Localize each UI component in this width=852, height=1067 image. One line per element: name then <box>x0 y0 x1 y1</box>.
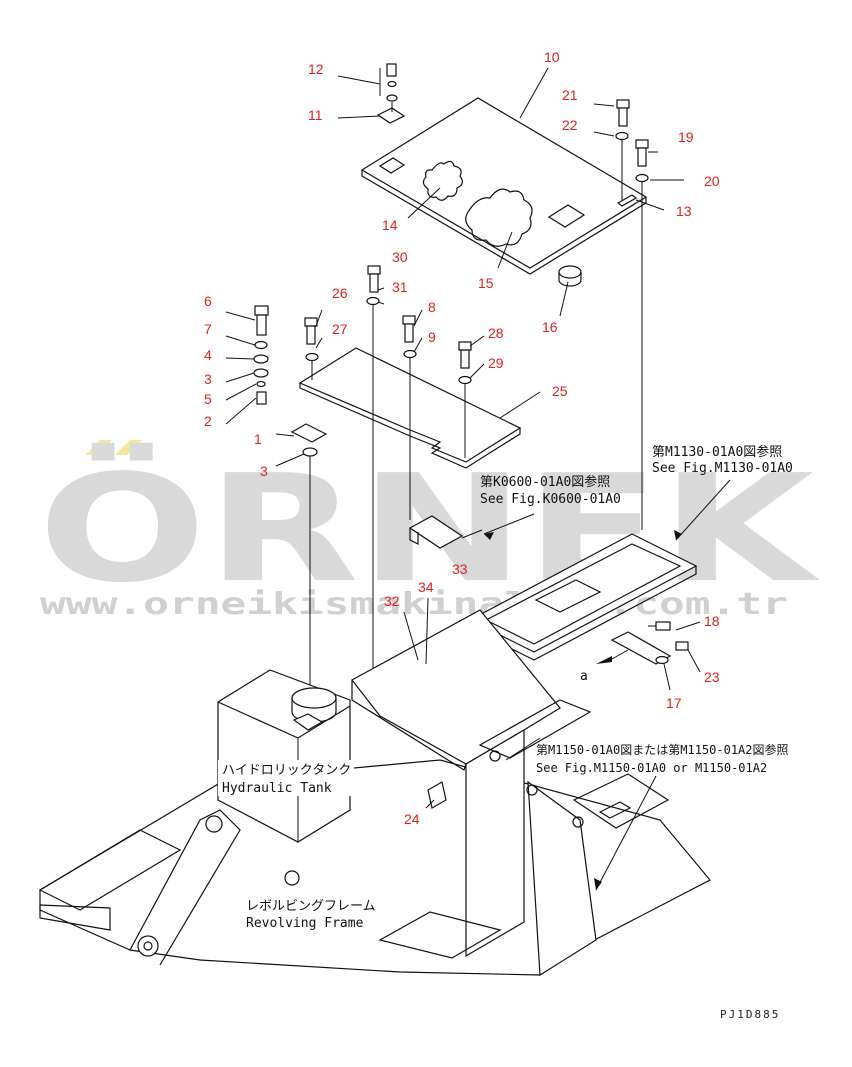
part-number: 33 <box>452 561 468 577</box>
part-number: 3 <box>204 371 212 387</box>
bolts-19-22 <box>615 99 649 530</box>
part-number: 24 <box>404 811 420 827</box>
part-number: 10 <box>544 49 560 65</box>
ref-m1150-en: See Fig.M1150-01A0 or M1150-01A2 <box>536 761 767 775</box>
top-cover-plate <box>360 97 648 287</box>
sound-pad-15 <box>465 188 533 247</box>
rubber-cushion-16 <box>558 265 582 279</box>
part-number: 15 <box>478 275 494 291</box>
part-number: 9 <box>428 329 436 345</box>
ref-m1130-jp: 第M1130-01A0図参照 <box>652 444 782 460</box>
revolving-frame-label-en: Revolving Frame <box>246 916 364 931</box>
watermark-accent <box>115 440 142 455</box>
part-number: 23 <box>704 669 720 685</box>
revolving-frame-label-jp: レボルビングフレーム <box>246 899 376 914</box>
part-number: 29 <box>488 355 504 371</box>
part-number: 30 <box>392 249 408 265</box>
part-number: 28 <box>488 325 504 341</box>
part-number: 11 <box>308 107 323 123</box>
part-number: 25 <box>552 383 568 399</box>
part-number: 7 <box>204 321 212 337</box>
view-a-label: a <box>580 669 588 684</box>
part-number: 8 <box>428 299 436 315</box>
part-number: 16 <box>542 319 558 335</box>
reference-notes: 第M1130-01A0図参照 See Fig.M1130-01A0 第K0600… <box>480 444 793 775</box>
part-number: 22 <box>562 117 578 133</box>
bracket-17 <box>596 621 689 665</box>
floor-frame <box>468 533 698 661</box>
part-number: 20 <box>704 173 720 189</box>
part-number: 6 <box>204 293 212 309</box>
lift-arm <box>129 809 300 966</box>
hydraulic-tank <box>217 669 351 843</box>
watermark-url: www.orneikismakinalari.com.tr <box>40 587 788 622</box>
hydraulic-tank-label-en: Hydraulic Tank <box>222 781 332 796</box>
part-number: 31 <box>392 279 408 295</box>
part-number: 2 <box>204 413 212 429</box>
part-number: 26 <box>332 285 348 301</box>
left-stack <box>253 305 328 715</box>
part-number: 17 <box>666 695 682 711</box>
part-number: 14 <box>382 217 398 233</box>
ref-k0600-en: See Fig.K0600-01A0 <box>480 492 621 507</box>
sound-pad-14 <box>422 160 463 201</box>
part-number: 3 <box>260 463 268 479</box>
part-number: 21 <box>562 87 578 103</box>
leader-lines <box>225 67 731 891</box>
part-number: 12 <box>308 61 324 77</box>
part-number: 27 <box>332 321 348 337</box>
hydraulic-tank-label-jp: ハイドロリックタンク <box>222 763 351 778</box>
part-numbers: 1 2 3 3 4 5 6 7 8 9 10 11 12 13 14 15 16… <box>204 49 720 827</box>
part-number: 4 <box>204 347 212 363</box>
part-number: 18 <box>704 613 720 629</box>
part-number: 1 <box>254 431 262 447</box>
watermark-accent <box>85 440 112 455</box>
ref-k0600-jp: 第K0600-01A0図参照 <box>480 474 610 490</box>
component-labels: ハイドロリックタンク Hydraulic Tank レボルビングフレーム Rev… <box>218 669 588 932</box>
part-number: 5 <box>204 391 212 407</box>
revolving-frame <box>38 609 711 977</box>
drawing-code: PJ1D885 <box>720 1008 780 1021</box>
part-number: 13 <box>676 203 692 219</box>
ref-m1130-en: See Fig.M1130-01A0 <box>652 461 793 476</box>
bracket-11-12 <box>376 63 406 124</box>
part-number: 34 <box>418 579 434 595</box>
part-number: 32 <box>384 593 400 609</box>
ref-m1150-jp: 第M1150-01A0図または第M1150-01A2図参照 <box>536 742 789 757</box>
part-number: 19 <box>678 129 694 145</box>
